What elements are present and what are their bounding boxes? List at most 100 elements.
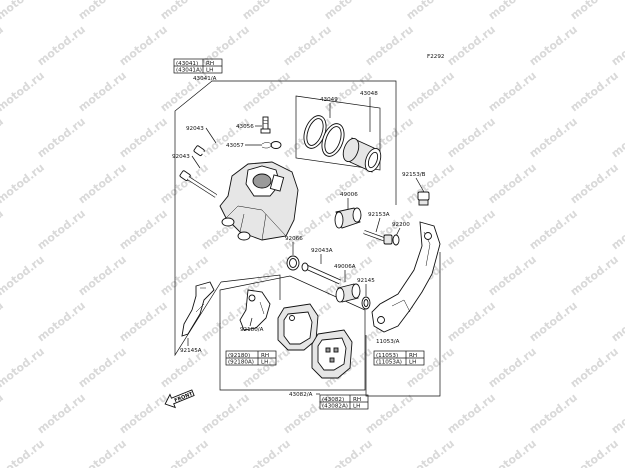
watermark-text: motod.ru <box>76 253 129 298</box>
watermark-text: motod.ru <box>486 253 539 298</box>
label-rh-92180: RH <box>261 353 269 359</box>
brake-pad-outer <box>311 329 353 379</box>
label-box-11053: (11053) (11053A) RH LH <box>373 350 425 366</box>
label-43057: 43057 <box>226 143 244 149</box>
watermark-text: motod.ru <box>363 23 416 68</box>
watermark-text: motod.ru <box>404 437 457 468</box>
seal-ring-outer <box>303 115 327 149</box>
watermark-text: motod.ru <box>158 161 211 206</box>
caliper-body <box>219 161 299 241</box>
watermark-text: motod.ru <box>117 391 170 436</box>
bolt-92043-upper <box>193 145 230 172</box>
pin-92153a <box>363 230 393 245</box>
watermark-text: motod.ru <box>486 0 539 22</box>
label-11053-a: 11053/A <box>376 339 400 345</box>
watermark-text: motod.ru <box>404 161 457 206</box>
label-11053: (11053) <box>376 353 398 359</box>
label-92200: 92200 <box>392 222 410 228</box>
shim-92180 <box>239 289 271 331</box>
bolt-92043-lower <box>179 170 218 198</box>
seal-ring-inner <box>321 123 345 157</box>
label-92066: 92066 <box>285 236 303 242</box>
label-lh: LH <box>206 68 213 74</box>
watermark-text: motod.ru <box>0 253 47 298</box>
watermark-text: motod.ru <box>0 161 47 206</box>
watermark-text: motod.ru <box>527 207 580 252</box>
label-92043-b: 92043 <box>172 154 190 160</box>
watermark-text: motod.ru <box>568 69 621 114</box>
label-lh-92180: LH <box>261 360 268 366</box>
watermark-text: motod.ru <box>0 207 6 252</box>
frame-left <box>174 80 222 357</box>
caliper-piston <box>342 137 382 173</box>
label-92145a: 92145A <box>180 348 202 354</box>
watermark-text: motod.ru <box>445 23 498 68</box>
spring-92145a <box>181 281 215 337</box>
caliper-bracket-11053 <box>371 221 441 333</box>
label-rh-11053: RH <box>409 353 417 359</box>
label-43048: 43048 <box>360 91 378 97</box>
watermark-text: motod.ru <box>568 0 621 22</box>
watermark-text: motod.ru <box>404 0 457 22</box>
watermark-text: motod.ru <box>568 161 621 206</box>
boot-49006a <box>335 283 361 303</box>
watermark-text: motod.ru <box>240 69 293 114</box>
watermark-text: motod.ru <box>76 69 129 114</box>
watermark-text: motod.ru <box>527 115 580 160</box>
label-49006a: 49006A <box>334 264 356 270</box>
watermark-text: motod.ru <box>568 253 621 298</box>
label-43082-a: 43082/A <box>289 392 313 398</box>
watermark-text: motod.ru <box>240 0 293 22</box>
watermark-text: motod.ru <box>117 23 170 68</box>
watermark-text: motod.ru <box>527 23 580 68</box>
watermark-text: motod.ru <box>117 299 170 344</box>
watermark-text: motod.ru <box>445 299 498 344</box>
piston-group-box <box>295 95 381 171</box>
watermark-text: motod.ru <box>0 437 47 468</box>
label-lh-43082: LH <box>353 404 360 410</box>
label-92145: 92145 <box>357 278 375 284</box>
watermark-text: motod.ru <box>35 115 88 160</box>
watermark-text: motod.ru <box>486 437 539 468</box>
watermark-text: motod.ru <box>199 391 252 436</box>
watermark-text: motod.ru <box>0 345 47 390</box>
frame-top <box>212 80 397 205</box>
watermark-text: motod.ru <box>609 23 625 68</box>
seal-92066 <box>286 255 300 271</box>
watermark-text: motod.ru <box>0 299 6 344</box>
frame-inner <box>220 274 281 300</box>
watermark-text: motod.ru <box>486 161 539 206</box>
watermark-text: motod.ru <box>527 391 580 436</box>
label-92043: 92043 <box>186 126 204 132</box>
label-92153a: 92153A <box>368 212 390 218</box>
label-43082a: (43082A) <box>322 404 348 410</box>
watermark-text: motod.ru <box>322 0 375 22</box>
boot-49006 <box>334 207 362 229</box>
label-43041: (43041) <box>176 61 198 67</box>
label-43056: 43056 <box>236 124 254 130</box>
watermark-text: motod.ru <box>445 207 498 252</box>
watermark-text: motod.ru <box>609 207 625 252</box>
label-92043a: 92043A <box>311 248 333 254</box>
label-92153-b: 92153/B <box>402 172 426 178</box>
watermark-text: motod.ru <box>158 437 211 468</box>
brake-pad-inner <box>277 303 319 351</box>
watermark-text: motod.ru <box>281 23 334 68</box>
watermark-text: motod.ru <box>117 115 170 160</box>
front-arrow-icon: FRONT <box>164 389 195 409</box>
clip-92145 <box>361 296 371 310</box>
label-92180a: (92180A) <box>228 360 254 366</box>
watermark-text: motod.ru <box>363 391 416 436</box>
watermark-text: motod.ru <box>568 345 621 390</box>
watermark-text: motod.ru <box>0 69 47 114</box>
label-box-43041: (43041) (43041A) RH LH <box>173 58 223 74</box>
watermark-text: motod.ru <box>609 391 625 436</box>
watermark-text: motod.ru <box>240 437 293 468</box>
watermark-text: motod.ru <box>35 207 88 252</box>
frame-right <box>365 252 441 397</box>
watermark-text: motod.ru <box>76 161 129 206</box>
watermark-text: motod.ru <box>527 299 580 344</box>
watermark-text: motod.ru <box>35 299 88 344</box>
label-lh-11053: LH <box>409 360 416 366</box>
